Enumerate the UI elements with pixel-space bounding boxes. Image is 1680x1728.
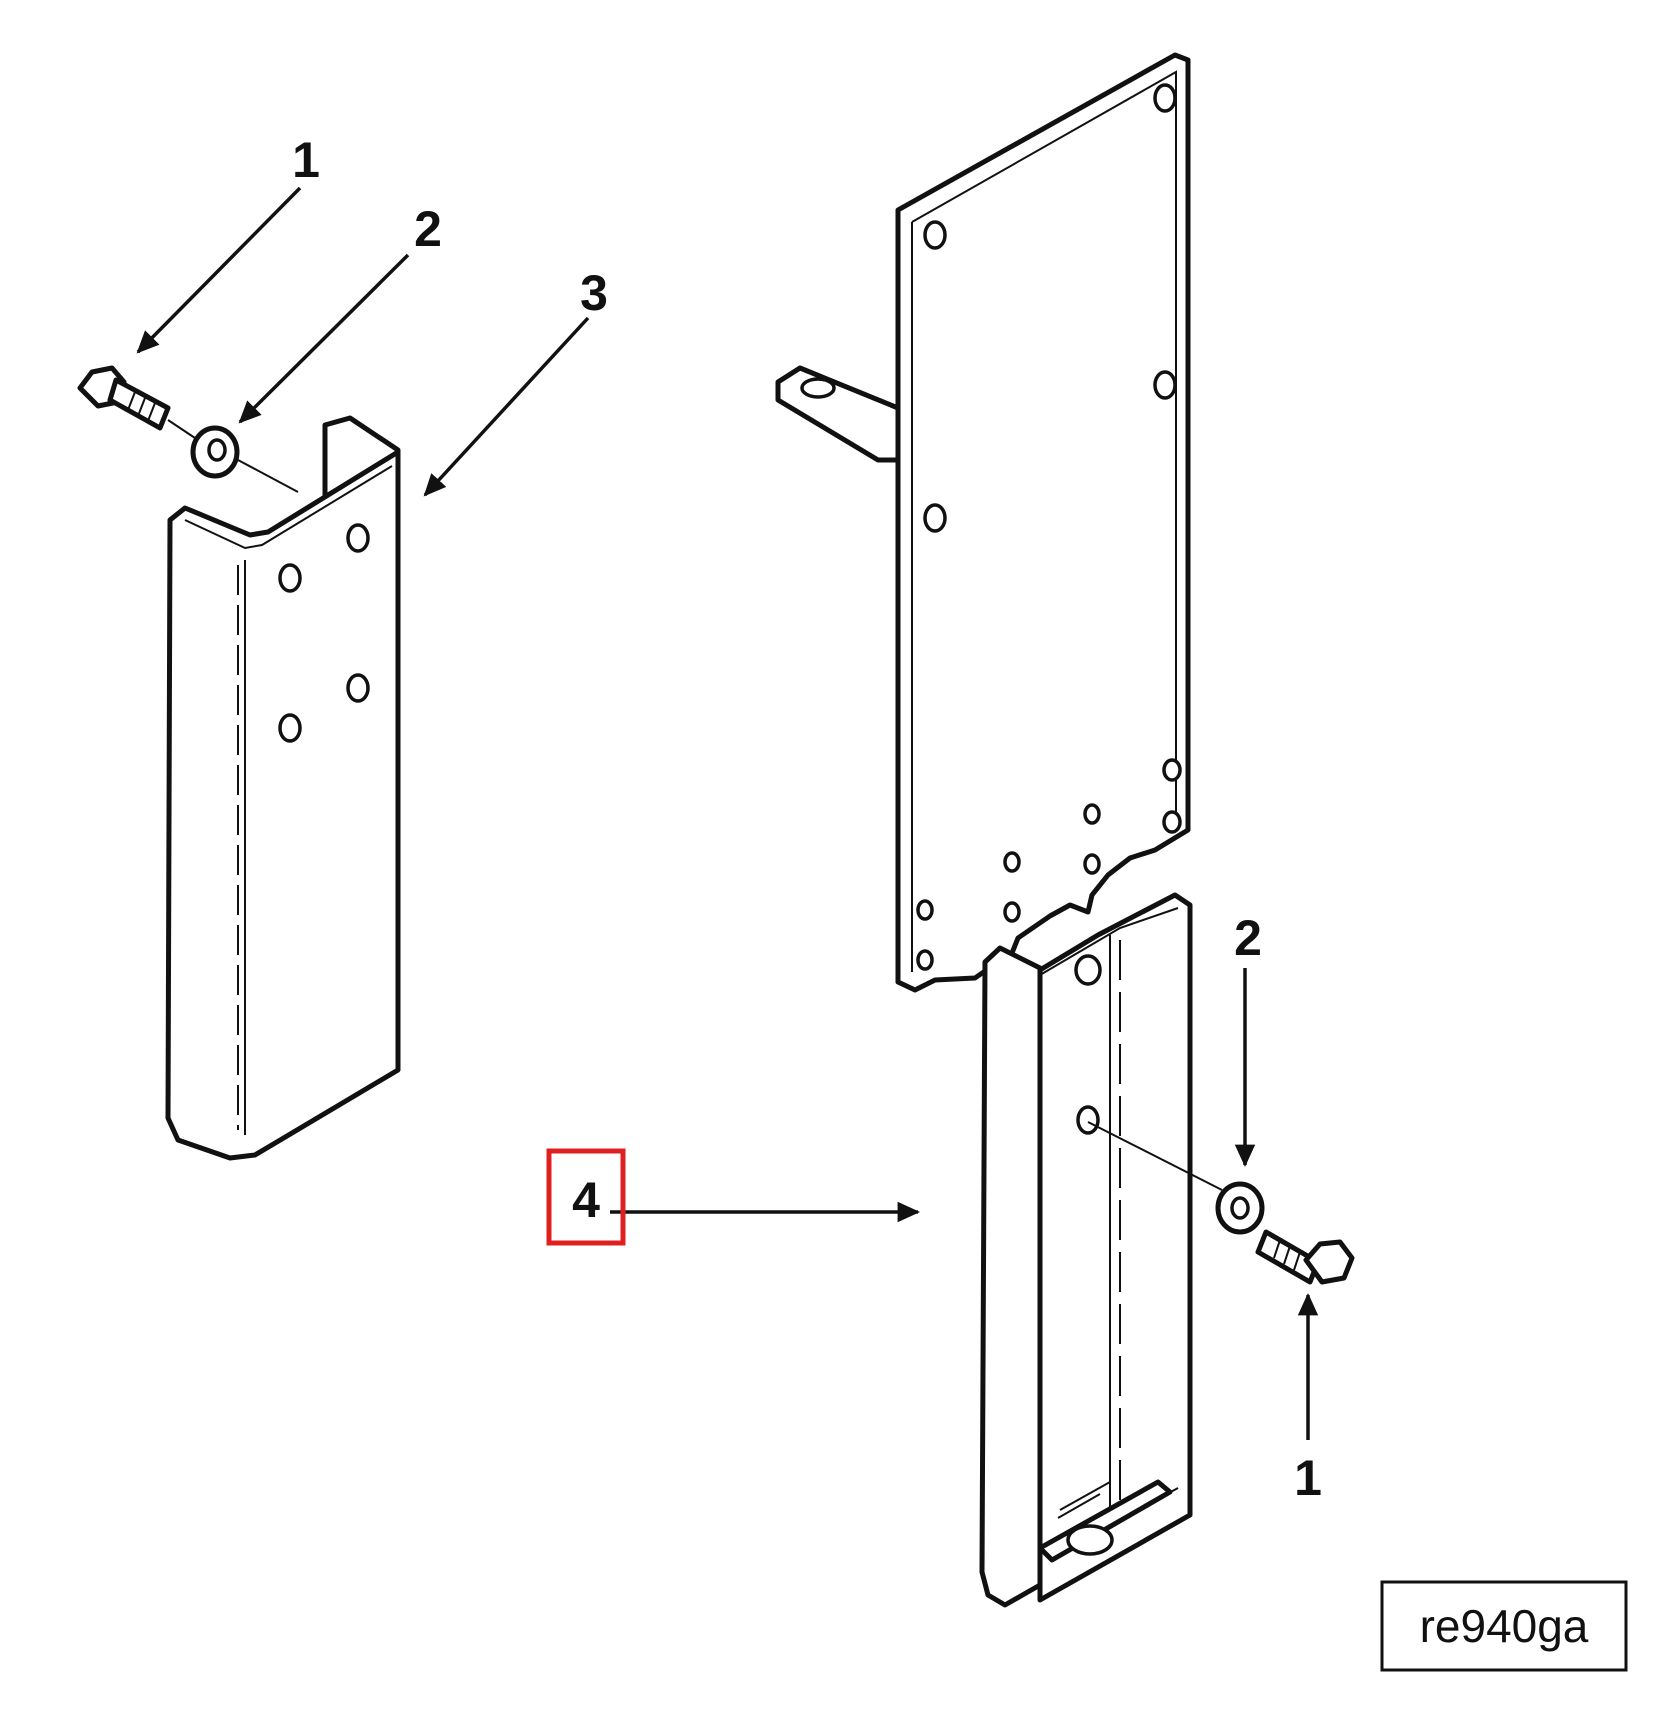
- right-washer: [1215, 1181, 1265, 1235]
- left-bolt: [77, 365, 171, 431]
- figure-code: re940ga: [1420, 1600, 1589, 1652]
- right-bolt: [1255, 1229, 1355, 1285]
- callout-2-right: 2: [1234, 910, 1262, 966]
- callout-1-right: 1: [1294, 1450, 1322, 1506]
- callout-4-highlight-box: [546, 1148, 626, 1246]
- callout-1-left: 1: [292, 132, 320, 188]
- callout-4: 4: [572, 1172, 600, 1228]
- left-washer: [190, 425, 240, 479]
- callout-2-left: 2: [414, 201, 442, 257]
- figure-code-box: re940ga: [1380, 1580, 1628, 1672]
- right-bolt-axis: [1087, 1121, 1223, 1191]
- mounting-plate: [775, 52, 1191, 993]
- callout-3: 3: [580, 265, 608, 321]
- leader-lines: [136, 186, 1319, 1440]
- left-bracket: [165, 415, 401, 1161]
- right-bracket: [979, 892, 1193, 1608]
- left-bolt-axis: [167, 419, 299, 493]
